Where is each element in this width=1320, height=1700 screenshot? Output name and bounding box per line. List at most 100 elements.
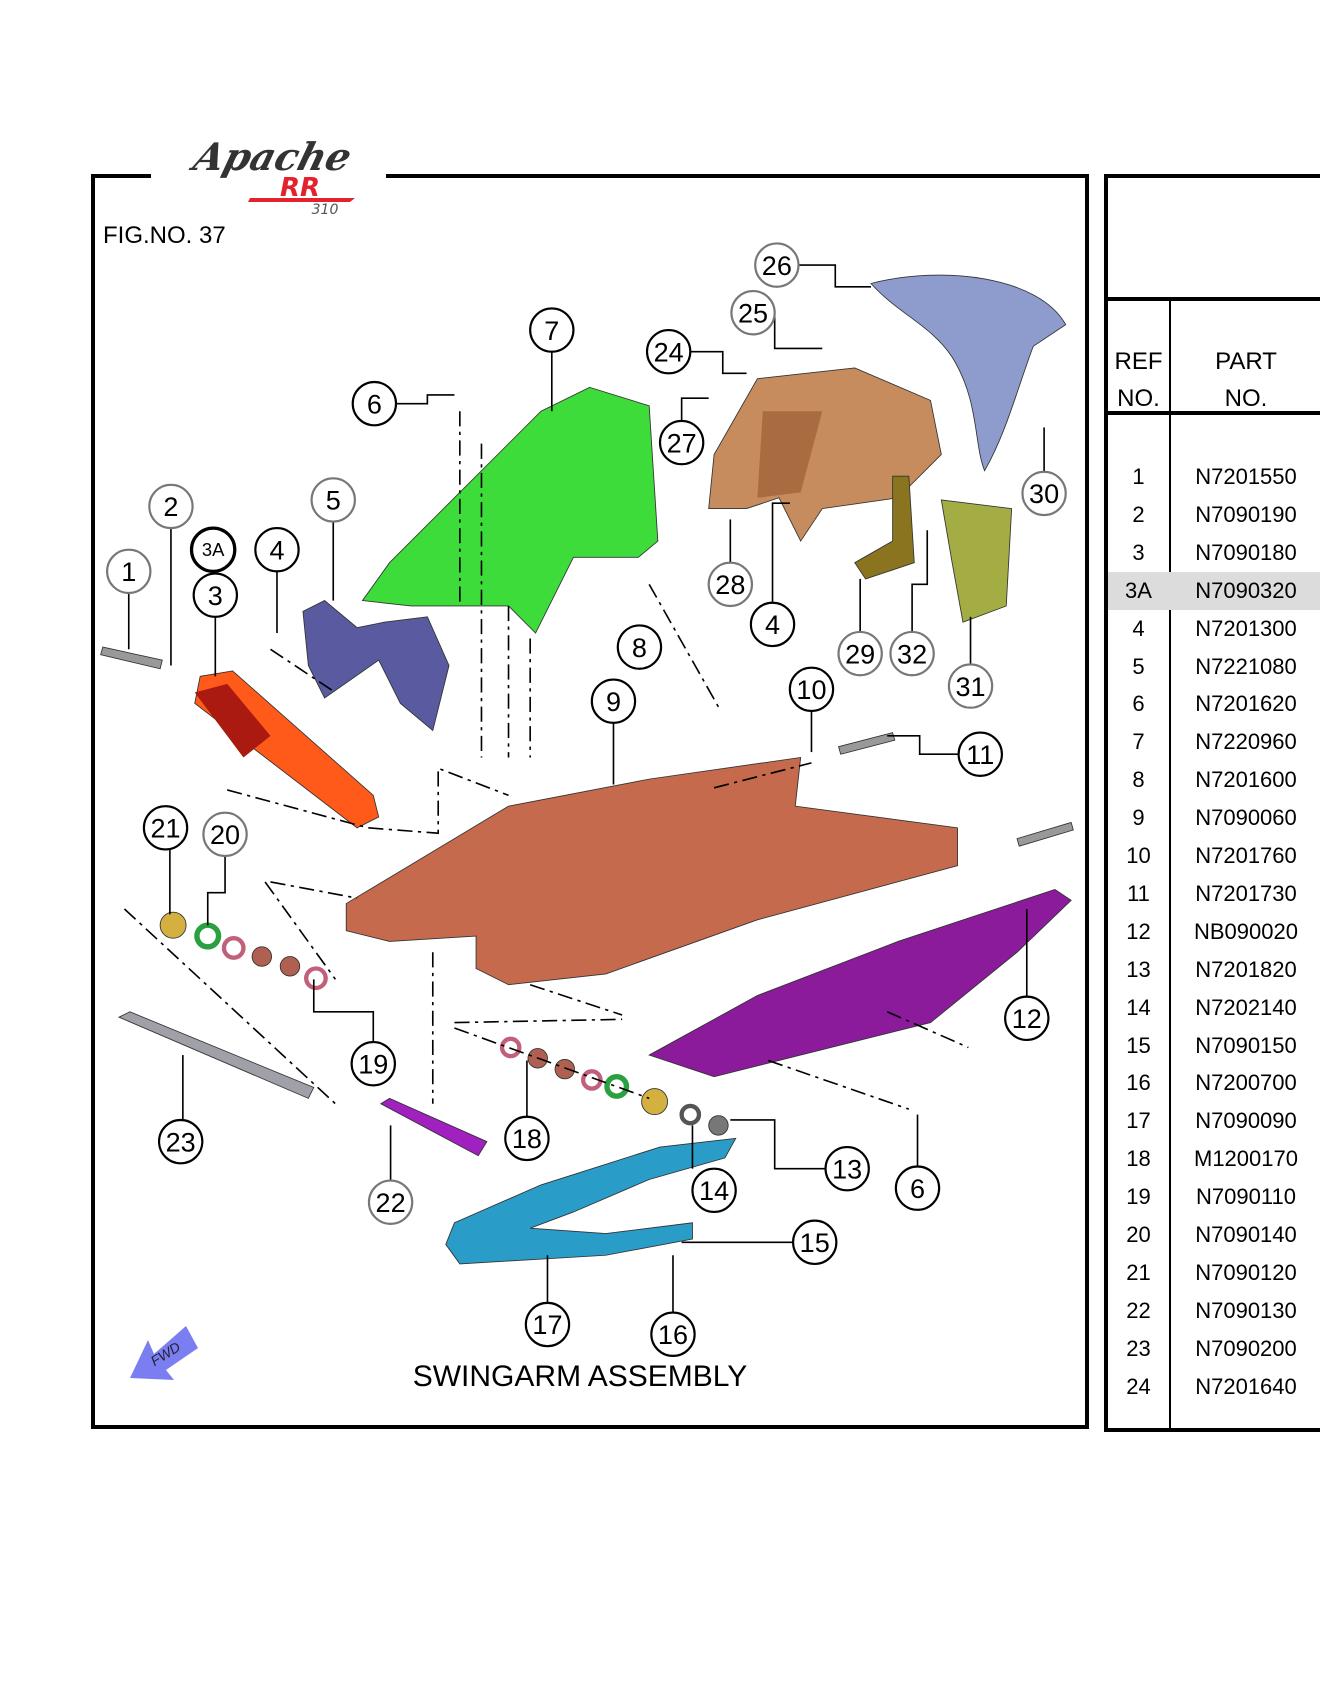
part-no: N7201730	[1195, 880, 1297, 906]
ref-no: 3	[1132, 539, 1145, 565]
washer-14	[679, 1103, 702, 1126]
bearing	[221, 936, 246, 960]
part-no: M1200170	[1194, 1146, 1298, 1172]
callout-26: 26	[754, 242, 800, 288]
callout-circle	[792, 1219, 838, 1265]
part-no: N7090090	[1195, 1108, 1297, 1134]
ref-no: 4	[1132, 615, 1145, 641]
callout-text: 26	[762, 251, 792, 281]
callout-18: 18	[504, 1115, 550, 1162]
callout-22: 22	[367, 1179, 414, 1225]
chain-slider-part	[445, 1137, 737, 1265]
callout-circle	[1004, 995, 1050, 1041]
swingarm-part	[345, 756, 958, 986]
mudguard-part	[870, 274, 1067, 472]
ref-no: 10	[1126, 843, 1151, 868]
part-no: N7090120	[1195, 1259, 1297, 1285]
bearing	[251, 946, 273, 967]
callout-circle	[754, 242, 800, 288]
inner-fender-part	[302, 600, 450, 732]
ref-no: 12	[1126, 918, 1151, 944]
table-header-bottom	[1108, 411, 1320, 415]
ref-no: 19	[1126, 1184, 1151, 1210]
shock-reservoir	[194, 683, 271, 758]
callout-30: 30	[1021, 470, 1067, 517]
callout-circle	[367, 1179, 414, 1225]
callout-13: 13	[824, 1145, 870, 1192]
callout-circle	[889, 630, 935, 677]
callout-circle	[616, 624, 663, 670]
seal	[604, 1073, 630, 1099]
table-row: 12 NB090020	[1108, 913, 1320, 951]
table-column-divider	[1169, 301, 1171, 1428]
frame-top-right	[386, 174, 1085, 178]
callout-text: 18	[512, 1124, 542, 1154]
callout-text: 6	[910, 1174, 925, 1204]
callout-text: 15	[800, 1228, 830, 1258]
ref-no: 2	[1132, 501, 1145, 527]
ref-no: 16	[1126, 1070, 1151, 1096]
callout-circle	[707, 561, 754, 608]
callout-text: 1	[121, 557, 136, 587]
parts-illustration	[100, 274, 1074, 1265]
callout-circle	[894, 1165, 941, 1211]
pipe-part	[379, 1097, 488, 1157]
callout-text: 17	[532, 1310, 562, 1340]
callout-27: 27	[658, 419, 705, 466]
part-no: N7090110	[1196, 1184, 1296, 1210]
part-no: N7090180	[1195, 539, 1297, 565]
callout-text: 9	[606, 687, 621, 717]
callout-3A: 3A	[189, 526, 237, 573]
callout-circle	[730, 290, 776, 336]
part-no: N7200700	[1195, 1070, 1297, 1096]
svg-text:Apache: Apache	[185, 136, 356, 180]
apache-rr310-logo: Apache RR 310	[185, 136, 356, 218]
callout-29: 29	[837, 630, 883, 677]
hugger-slot	[757, 411, 823, 498]
callout-text: 21	[150, 814, 180, 844]
callout-text: 27	[667, 428, 697, 458]
callout-24: 24	[645, 328, 692, 375]
part-no: NB090020	[1194, 918, 1298, 944]
callout-3: 3	[192, 572, 239, 618]
ref-no: 9	[1132, 805, 1145, 831]
bearing	[499, 1036, 522, 1059]
part-no: N7221080	[1195, 653, 1297, 679]
callout-6: 6	[894, 1165, 941, 1211]
callout-text: 13	[832, 1154, 862, 1184]
callout-17: 17	[524, 1301, 571, 1348]
figure-frame	[91, 174, 1089, 1429]
callout-text: 19	[358, 1049, 388, 1079]
callout-text: 5	[326, 486, 341, 516]
part-no: N7201620	[1195, 691, 1297, 717]
callout-2: 2	[148, 483, 194, 530]
callout-text: 25	[738, 298, 768, 328]
axle-part	[117, 1011, 315, 1099]
table-row: 19 N7090110	[1108, 1178, 1320, 1216]
callout-circle	[106, 548, 152, 595]
callout-text: 6	[367, 389, 382, 419]
callout-5: 5	[310, 477, 356, 523]
callout-text: 11	[966, 740, 994, 770]
callout-text: 24	[654, 337, 684, 367]
header-part-line1: PART	[1215, 348, 1277, 375]
part-no: N7090200	[1195, 1335, 1297, 1361]
callout-circle	[350, 1040, 397, 1087]
callout-text: 32	[897, 639, 927, 669]
callout-text: 23	[166, 1127, 196, 1157]
callout-text: 20	[210, 820, 240, 850]
part-no: N7202140	[1195, 994, 1297, 1020]
svg-text:310: 310	[312, 202, 339, 218]
callout-4: 4	[749, 601, 796, 648]
